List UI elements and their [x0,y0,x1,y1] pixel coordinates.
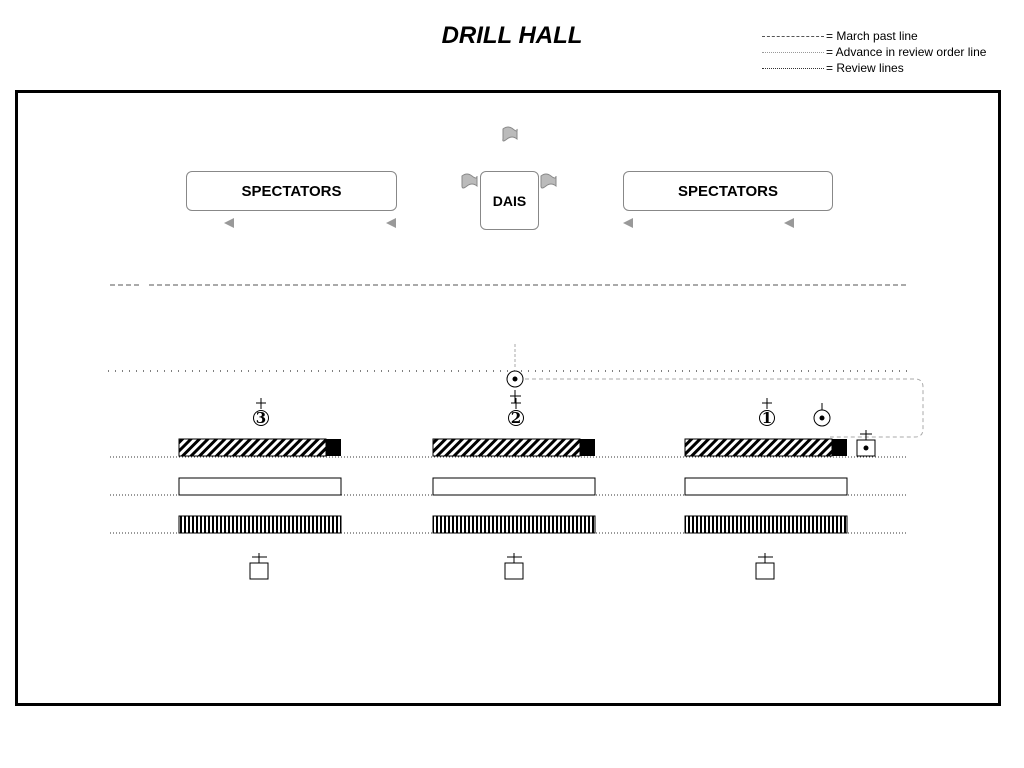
front-rank [684,438,833,457]
front-rank [432,438,581,457]
rear-marker-3 [249,553,269,580]
rank-marker [580,439,595,456]
rear-rank [684,515,848,534]
rear-rank [432,515,596,534]
legend-review: = Review lines [762,61,904,75]
flight-number-label: 2 [511,409,521,427]
rear-rank [178,515,342,534]
sparse-dotted-line-sample [762,51,824,53]
drill-hall-boundary [15,90,1001,706]
flight-3 [178,438,342,534]
triangle-marker-icon [224,218,234,228]
centre-rank [432,477,596,496]
flight-commander-3: 3 [253,398,269,427]
legend-advance: = Advance in review order line [762,45,986,59]
flight-number-label: 1 [762,409,772,427]
flag-icon [540,173,557,189]
parade-commander [856,430,876,457]
officer-path [525,378,924,438]
spectators-right: SPECTATORS [623,171,833,211]
rank-marker [326,439,341,456]
reviewing-officer [506,370,524,403]
triangle-marker-icon [386,218,396,228]
centre-rank [684,477,848,496]
legend-review-label: = Review lines [826,61,904,75]
legend-march-past: = March past line [762,29,918,43]
triangle-marker-icon [623,218,633,228]
front-rank [178,438,327,457]
flag-icon [461,173,478,189]
legend-advance-label: = Advance in review order line [826,45,987,59]
page-title: DRILL HALL [441,22,583,49]
flight-commander-2: 2 [508,398,524,427]
centre-rank [178,477,342,496]
rear-marker-1 [755,553,775,580]
rank-marker [832,439,847,456]
dashed-line-sample [762,35,824,37]
flag-icon [502,126,518,142]
flight-2 [432,438,596,534]
flight-number-label: 3 [256,409,266,427]
dotted-line-sample [762,67,824,69]
flight-1 [684,438,848,534]
dais: DAIS [480,171,539,230]
accompanying-officer [813,403,831,427]
triangle-marker-icon [784,218,794,228]
rear-marker-2 [504,553,524,580]
legend-march-past-label: = March past line [826,29,918,43]
flight-commander-1: 1 [759,398,775,427]
spectators-left: SPECTATORS [186,171,397,211]
